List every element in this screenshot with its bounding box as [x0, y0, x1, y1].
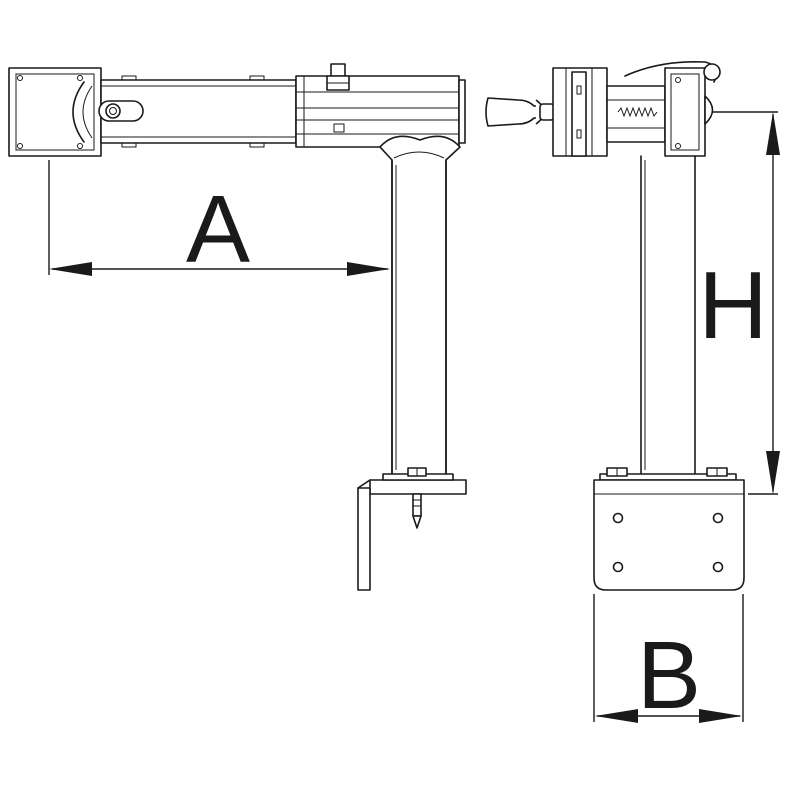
- side-post: [379, 135, 461, 477]
- dimension-b: B: [593, 594, 744, 729]
- dimension-h-arrow-bottom: [766, 451, 780, 494]
- dimension-a-arrow-right: [347, 262, 390, 276]
- dimension-a-arrow-left: [49, 262, 92, 276]
- side-base-bracket: [357, 467, 467, 591]
- side-view: [8, 63, 467, 591]
- dimension-a: A: [48, 160, 390, 283]
- side-mount-plate: [8, 67, 102, 157]
- dimension-a-label: A: [186, 176, 250, 283]
- front-handle: [485, 97, 555, 127]
- dimension-b-arrow-right: [699, 709, 742, 723]
- side-arm: [72, 75, 297, 148]
- dimension-h-arrow-top: [766, 112, 780, 155]
- front-head-clamp: [552, 60, 721, 157]
- front-view: [485, 60, 745, 591]
- dimension-b-label: B: [637, 622, 701, 729]
- side-clamp-block: [295, 63, 466, 148]
- dimension-h-label: H: [698, 252, 767, 359]
- front-post: [640, 155, 696, 475]
- front-base-plate: [593, 467, 745, 591]
- dimension-h: H: [698, 111, 780, 495]
- dimension-b-arrow-left: [595, 709, 638, 723]
